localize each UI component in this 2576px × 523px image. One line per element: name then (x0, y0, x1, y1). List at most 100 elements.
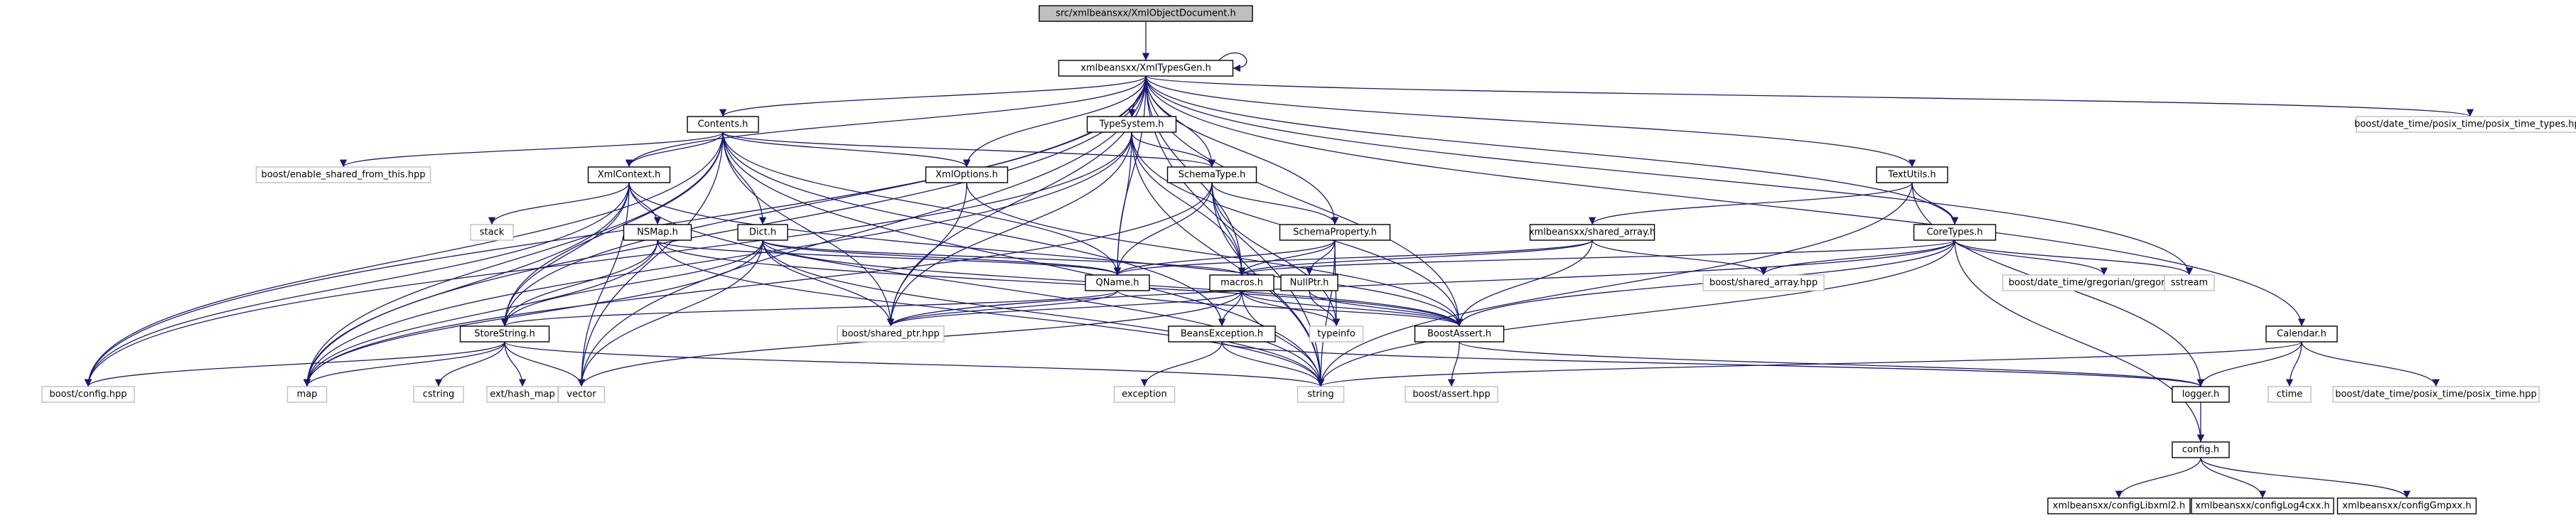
edge-contents-to-qname (722, 131, 1122, 276)
edge-nullptr-to-typeinfo (1309, 290, 1341, 327)
node-sstream: sstream (2164, 274, 2215, 291)
edge-xmlcontext-to-boostconfig (84, 182, 630, 387)
node-contents[interactable]: Contents.h (687, 116, 759, 133)
node-qname[interactable]: QName.h (1085, 274, 1150, 291)
node-hashmap: ext/hash_map (486, 386, 559, 403)
node-boostsharedarray-box (1702, 274, 1825, 291)
edge-config-to-cfglog4cxx (2200, 457, 2267, 499)
edge-nullptr-to-boostassert (1309, 290, 1464, 327)
edge-xmloptions-to-boostassert (966, 182, 1464, 327)
node-calendar-box (2265, 325, 2338, 343)
node-beansexc[interactable]: BeansException.h (1168, 325, 1276, 343)
edge-qname-to-storestring (501, 290, 1118, 327)
node-schemaproperty-label: SchemaProperty.h (1293, 227, 1377, 238)
node-exception: exception (1113, 386, 1176, 403)
node-macros-label: macros.h (1220, 278, 1263, 289)
node-ctime-label: ctime (2277, 389, 2303, 400)
edge-calendar-to-posixtime (2301, 341, 2440, 387)
node-textutils[interactable]: TextUtils.h (1876, 166, 1948, 183)
edge-contents-to-beansexc (722, 131, 1226, 327)
node-root[interactable]: src/xmlbeansxx/XmlObjectDocument.h (1039, 5, 1253, 22)
node-gregorian: boost/date_time/gregorian/gregorian.hpp (2002, 274, 2206, 291)
node-coretypes[interactable]: CoreTypes.h (1913, 224, 1997, 241)
node-xtg-label: xmlbeansxx/XmlTypesGen.h (1080, 63, 1211, 74)
node-schematype-box (1166, 166, 1257, 183)
edge-contents-to-string (722, 131, 1325, 387)
node-cstring-box (413, 386, 464, 403)
edge-storestring-to-vector (504, 341, 586, 387)
node-qname-box (1085, 274, 1150, 291)
node-sharedptr-box (837, 325, 945, 343)
edge-beansexc-to-exception (1140, 341, 1223, 387)
node-posixtime-box (2332, 386, 2540, 403)
node-config[interactable]: config.h (2172, 441, 2230, 458)
edge-contents-to-xmloptions (722, 131, 971, 168)
node-logger[interactable]: logger.h (2172, 386, 2230, 403)
edge-textutils-to-string (1316, 182, 1913, 387)
node-dict-label: Dict.h (749, 227, 776, 238)
node-contents-box (687, 116, 759, 133)
node-storestring-box (459, 325, 550, 343)
node-config-label: config.h (2182, 445, 2219, 455)
edge-nsmap-to-qname (657, 239, 1121, 276)
edge-sharedarray-to-qname (1114, 239, 1593, 276)
edge-calendar-to-logger (2196, 341, 2302, 387)
node-nullptr-label: NullPtr.h (1290, 278, 1329, 289)
node-cfglog4cxx[interactable]: xmlbeansxx/configLog4cxx.h (2191, 497, 2334, 514)
node-cfggmpxx[interactable]: xmlbeansxx/configGmpxx.h (2336, 497, 2477, 514)
edge-schematype-to-map (303, 182, 1213, 387)
node-dict[interactable]: Dict.h (737, 224, 788, 241)
edge-macros-to-typeinfo (1241, 290, 1341, 327)
node-cfglog4cxx-box (2191, 497, 2334, 514)
node-logger-box (2172, 386, 2230, 403)
edge-coretypes-to-sstream (1954, 239, 2194, 276)
edge-dict-to-storestring (500, 239, 763, 327)
node-storestring[interactable]: StoreString.h (459, 325, 550, 343)
edge-storestring-to-hashmap (504, 341, 527, 387)
node-cfglibxml2[interactable]: xmlbeansxx/configLibxml2.h (2047, 497, 2191, 514)
edge-contents-to-vector (577, 131, 724, 387)
edge-xtg-to-boostconfig (84, 75, 1147, 387)
node-schemaproperty[interactable]: SchemaProperty.h (1279, 224, 1391, 241)
edge-xtg-to-sstream (1145, 75, 2194, 276)
node-exception-label: exception (1122, 389, 1167, 400)
edge-calendar-to-string (1317, 341, 2302, 387)
node-xmloptions[interactable]: XmlOptions.h (925, 166, 1009, 183)
node-nullptr[interactable]: NullPtr.h (1280, 274, 1338, 291)
node-xtg[interactable]: xmlbeansxx/XmlTypesGen.h (1058, 60, 1234, 77)
node-boostpttypes-box (2356, 116, 2576, 133)
edge-macros-to-sharedptr (887, 290, 1243, 327)
edge-dict-to-map (303, 239, 763, 387)
node-calendar[interactable]: Calendar.h (2265, 325, 2338, 343)
node-schematype[interactable]: SchemaType.h (1166, 166, 1257, 183)
node-map-box (286, 386, 328, 403)
node-sharedarray[interactable]: xmlbeansxx/shared_array.h (1529, 224, 1655, 241)
node-xmloptions-box (925, 166, 1009, 183)
edge-storestring-to-string (504, 341, 1324, 387)
node-vector-label: vector (567, 389, 596, 400)
node-boostassert[interactable]: BoostAssert.h (1414, 325, 1505, 343)
node-string-box (1297, 386, 1345, 403)
node-enableshared-label: boost/enable_shared_from_this.hpp (261, 170, 425, 180)
node-gregorian-label: boost/date_time/gregorian/gregorian.hpp (2009, 278, 2200, 289)
node-enableshared-box (255, 166, 431, 183)
node-sharedptr: boost/shared_ptr.hpp (837, 325, 945, 343)
node-sharedptr-label: boost/shared_ptr.hpp (842, 329, 940, 340)
node-xmlcontext[interactable]: XmlContext.h (587, 166, 671, 183)
edge-xtg-to-schemaproperty (1145, 75, 1339, 225)
node-dict-box (737, 224, 788, 241)
edge-coretypes-to-boostsharedarray (1759, 239, 1955, 276)
node-typesystem-box (1086, 116, 1177, 133)
edge-nsmap-to-map (303, 239, 658, 387)
node-macros[interactable]: macros.h (1209, 274, 1274, 291)
edge-boostassert-to-boostassert_hpp (1447, 341, 1460, 387)
node-cfggmpxx-box (2336, 497, 2477, 514)
node-logger-label: logger.h (2182, 389, 2220, 400)
node-cstring-label: cstring (423, 389, 454, 400)
node-boostsharedarray: boost/shared_array.hpp (1702, 274, 1825, 291)
node-typesystem[interactable]: TypeSystem.h (1086, 116, 1177, 133)
edge-xmlcontext-to-stack (488, 182, 630, 225)
edge-nsmap-to-string (657, 239, 1325, 387)
node-nsmap[interactable]: NSMap.h (623, 224, 692, 241)
